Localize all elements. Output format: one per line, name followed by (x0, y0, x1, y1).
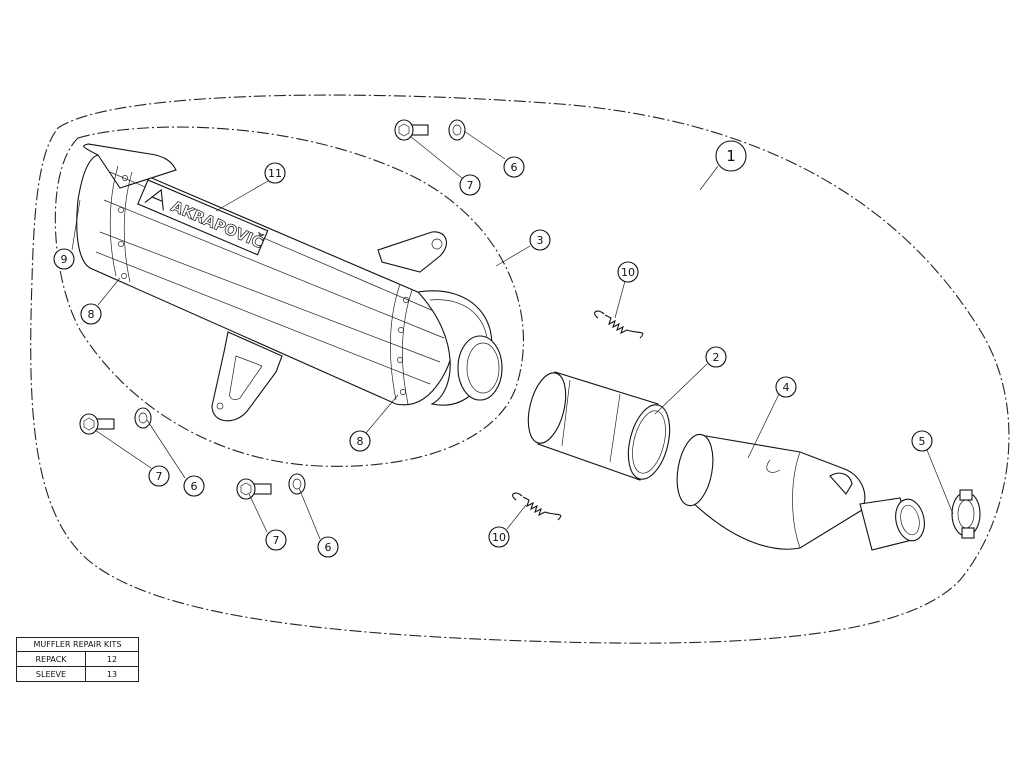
table-row: SLEEVE 13 (16, 666, 139, 682)
kit-name: REPACK (16, 651, 86, 667)
svg-text:8: 8 (88, 308, 95, 321)
clamp (951, 489, 981, 539)
header-pipe (676, 433, 925, 551)
washer-left (134, 407, 152, 429)
svg-text:5: 5 (919, 435, 926, 448)
callout-11: 11 (264, 162, 286, 184)
callout-1: 1 (715, 140, 747, 172)
svg-text:10: 10 (492, 531, 506, 544)
spring-upper (594, 310, 644, 339)
muffler-assembly: AKRAPOVIČ (76, 143, 503, 422)
callout-3: 3 (529, 229, 551, 251)
washer-top (448, 119, 466, 141)
callout-8-right: 8 (349, 430, 371, 452)
muffler-outlet-pipe (457, 335, 503, 401)
callout-6-left: 6 (183, 475, 205, 497)
muffler-end-cap (83, 143, 177, 189)
svg-text:8: 8 (357, 435, 364, 448)
repair-kits-header-row: MUFFLER REPAIR KITS (16, 637, 139, 652)
muffler-bottom-bracket (211, 331, 283, 422)
table-row: REPACK 12 (16, 651, 139, 667)
svg-text:9: 9 (61, 253, 68, 266)
link-pipe (527, 371, 671, 481)
svg-text:7: 7 (467, 179, 474, 192)
svg-text:6: 6 (511, 161, 518, 174)
callout-10-lower: 10 (488, 526, 510, 548)
callout-5: 5 (911, 430, 933, 452)
repair-kits-title: MUFFLER REPAIR KITS (16, 637, 139, 652)
callout-6-bottom: 6 (317, 536, 339, 558)
callout-7-left: 7 (148, 465, 170, 487)
svg-text:6: 6 (325, 541, 332, 554)
svg-text:4: 4 (783, 381, 790, 394)
svg-text:10: 10 (621, 266, 635, 279)
callout-9: 9 (53, 248, 75, 270)
svg-text:7: 7 (156, 470, 163, 483)
muffler-boundary-inner (54, 126, 524, 467)
bolt-top (394, 119, 429, 141)
washer-bottom (288, 473, 306, 495)
leader-lines (71, 130, 954, 540)
callout-7-top: 7 (459, 174, 481, 196)
repair-kits-table: MUFFLER REPAIR KITS REPACK 12 SLEEVE 13 (16, 637, 139, 682)
svg-text:7: 7 (273, 534, 280, 547)
callout-2: 2 (705, 346, 727, 368)
svg-text:11: 11 (268, 167, 282, 180)
callout-6-top: 6 (503, 156, 525, 178)
spring-lower (512, 492, 562, 521)
svg-text:1: 1 (726, 147, 736, 165)
callout-4: 4 (775, 376, 797, 398)
muffler-top-bracket (377, 231, 447, 273)
svg-text:2: 2 (713, 351, 720, 364)
bolt-left (79, 413, 115, 435)
kit-name: SLEEVE (16, 666, 86, 682)
kit-number: 12 (85, 651, 139, 667)
callout-8-left: 8 (80, 303, 102, 325)
svg-text:6: 6 (191, 480, 198, 493)
callout-7-bottom: 7 (265, 529, 287, 551)
callout-10-upper: 10 (617, 261, 639, 283)
kit-number: 13 (85, 666, 139, 682)
brand-logo-mark-icon (144, 188, 164, 211)
assembly-boundary-outer (30, 94, 1010, 644)
bolt-bottom (236, 478, 272, 500)
svg-text:3: 3 (537, 234, 544, 247)
